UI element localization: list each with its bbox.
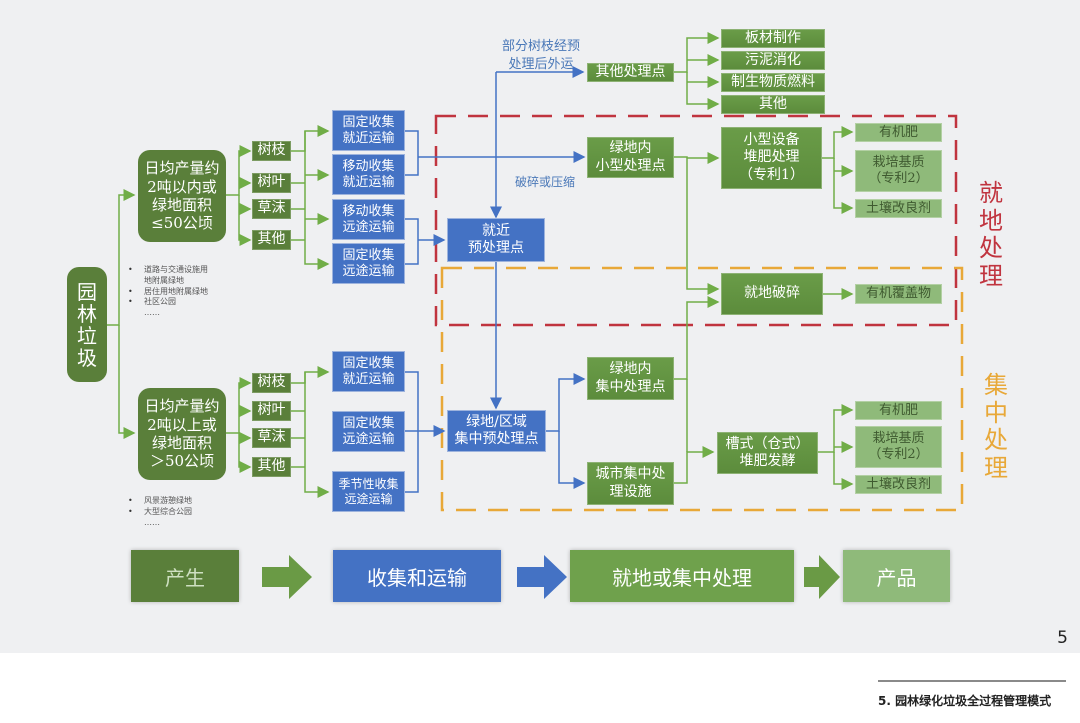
waste-type-node: 其他 xyxy=(252,457,291,477)
export-label: 部分树枝经预 处理后外运 xyxy=(501,39,580,73)
large-output-examples: 风景游憩绿地 大型综合公园 …… xyxy=(128,496,192,528)
waste-type-node: 树枝 xyxy=(252,141,291,161)
example-item: 居住用地附属绿地 xyxy=(128,287,208,298)
flow-arrow-icon xyxy=(517,555,567,599)
trough-compost-node: 槽式（仓式） 堆肥发酵 xyxy=(717,432,818,474)
collection-node: 季节性收集 远途运输 xyxy=(332,471,405,512)
central-processing-point-node: 绿地内 集中处理点 xyxy=(587,357,674,400)
central-preprocess-node: 绿地/区域 集中预处理点 xyxy=(447,410,546,452)
other-product-node: 制生物质燃料 xyxy=(721,73,825,92)
flow-stage-generate: 产生 xyxy=(131,550,239,602)
collection-node: 固定收集 远途运输 xyxy=(332,243,405,284)
waste-type-node: 树枝 xyxy=(252,373,291,393)
flow-stage-product: 产品 xyxy=(843,550,950,602)
diagram-canvas: 园 林 垃 圾 日均产量约 2吨以内或 绿地面积 ≤50公顷 日均产量约 2吨以… xyxy=(0,0,1080,653)
small-product-node: 栽培基质 （专利2） xyxy=(855,150,942,192)
flow-arrow-icon xyxy=(804,555,840,599)
example-item: 社区公园 xyxy=(128,297,208,308)
crush-label: 破碎或压缩 xyxy=(514,175,575,189)
central-product-node: 栽培基质 （专利2） xyxy=(855,426,942,468)
other-processing-point-node: 其他处理点 xyxy=(587,63,674,82)
central-product-node: 有机肥 xyxy=(855,401,942,420)
waste-type-node: 树叶 xyxy=(252,401,291,421)
collection-node: 移动收集 远途运输 xyxy=(332,199,405,240)
small-compost-node: 小型设备 堆肥处理 （专利1） xyxy=(721,127,822,189)
footer-caption: 5. 园林绿化垃圾全过程管理模式 xyxy=(878,694,1052,708)
small-output-source-node: 日均产量约 2吨以内或 绿地面积 ≤50公顷 xyxy=(138,150,226,242)
small-product-node: 有机肥 xyxy=(855,123,942,142)
other-product-node: 污泥消化 xyxy=(721,51,825,70)
footer-divider xyxy=(878,680,1066,682)
flow-stage-collect-transport: 收集和运输 xyxy=(333,550,501,602)
onsite-crush-node: 就地破碎 xyxy=(721,273,823,315)
flow-stage-processing: 就地或集中处理 xyxy=(570,550,794,602)
central-zone-border xyxy=(440,266,964,512)
page-number: 5 xyxy=(1057,628,1068,648)
waste-type-node: 树叶 xyxy=(252,173,291,193)
waste-type-node: 草沫 xyxy=(252,428,291,448)
central-zone-label: 集 中 处 理 xyxy=(984,371,1008,482)
waste-type-node: 草沫 xyxy=(252,199,291,219)
large-output-source-node: 日均产量约 2吨以上或 绿地面积 ＞50公顷 xyxy=(138,388,226,480)
small-product-node: 土壤改良剂 xyxy=(855,199,942,218)
other-product-node: 板材制作 xyxy=(721,29,825,48)
example-item: 大型综合公园 xyxy=(128,507,192,518)
garden-waste-root-node: 园 林 垃 圾 xyxy=(67,267,107,382)
city-facility-node: 城市集中处 理设施 xyxy=(587,462,674,505)
collection-node: 固定收集 就近运输 xyxy=(332,110,405,151)
collection-node: 固定收集 远途运输 xyxy=(332,411,405,452)
onsite-zone-label: 就 地 处 理 xyxy=(979,179,1003,290)
example-item: 地附属绿地 xyxy=(144,275,184,285)
example-item: 风景游憩绿地 xyxy=(128,496,192,507)
collection-node: 移动收集 就近运输 xyxy=(332,154,405,195)
other-product-node: 其他 xyxy=(721,95,825,114)
example-item: …… xyxy=(144,517,160,527)
example-item: …… xyxy=(144,308,160,318)
onsite-zone-border xyxy=(434,114,958,327)
mulch-product-node: 有机覆盖物 xyxy=(855,284,942,304)
waste-type-node: 其他 xyxy=(252,230,291,250)
example-item: 道路与交通设施用 xyxy=(128,265,208,276)
collection-node: 固定收集 就近运输 xyxy=(332,351,405,392)
small-processing-point-node: 绿地内 小型处理点 xyxy=(587,137,674,178)
small-output-examples: 道路与交通设施用 地附属绿地 居住用地附属绿地 社区公园 …… xyxy=(128,265,208,319)
nearby-preprocess-node: 就近 预处理点 xyxy=(447,218,545,262)
flow-arrow-icon xyxy=(262,555,312,599)
central-product-node: 土壤改良剂 xyxy=(855,475,942,494)
connector-lines xyxy=(107,32,964,512)
